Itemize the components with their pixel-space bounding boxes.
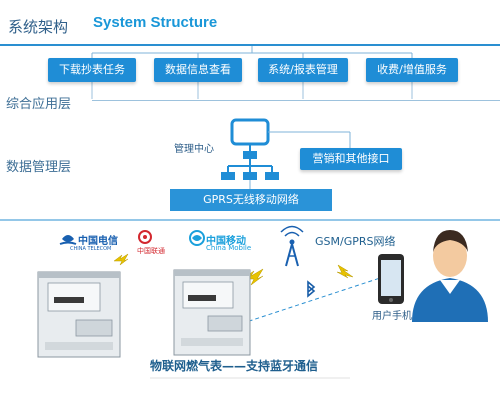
data-view-button[interactable]: 数据信息查看 xyxy=(154,58,242,82)
gas-meter-icon xyxy=(173,269,251,356)
management-center-label: 管理中心 xyxy=(174,144,214,155)
china-telecom-logo xyxy=(59,235,77,245)
china-unicom-logo xyxy=(138,230,152,244)
mobile-name: 中国移动 xyxy=(206,236,246,247)
report-management-button[interactable]: 系统/报表管理 xyxy=(258,58,348,82)
telecom-name-en: CHINA TELECOM xyxy=(70,246,112,252)
antenna-tower-icon xyxy=(280,225,304,267)
gprs-network-bar: GPRS无线移动网络 xyxy=(170,189,332,211)
meter-caption: 物联网燃气表——支持蓝牙通信 xyxy=(150,359,319,373)
gsm-network-label: GSM/GPRS网络 xyxy=(315,235,396,248)
lightning-icon xyxy=(113,253,129,266)
download-task-button[interactable]: 下载抄表任务 xyxy=(48,58,136,82)
unicom-name: 中国联通 xyxy=(137,247,165,255)
billing-service-button[interactable]: 收费/增值服务 xyxy=(366,58,458,82)
user-avatar-icon xyxy=(412,230,488,322)
lightning-icon xyxy=(336,264,354,279)
china-mobile-logo xyxy=(189,230,205,246)
mobile-name-en: China Mobile xyxy=(206,244,252,252)
network-hierarchy-icon xyxy=(221,118,279,180)
page-title-en: System Structure xyxy=(93,14,218,31)
tier-divider xyxy=(92,100,500,101)
bluetooth-icon xyxy=(307,280,316,298)
phone-icon xyxy=(378,254,404,304)
lightning-icon xyxy=(241,268,264,286)
interface-button[interactable]: 营销和其他接口 xyxy=(300,148,402,170)
tier-label-app: 综合应用层 xyxy=(6,97,72,112)
page-title: 系统架构 xyxy=(8,18,69,36)
tier-label-data: 数据管理层 xyxy=(6,160,72,175)
user-phone-label: 用户手机 xyxy=(372,311,412,322)
telecom-name: 中国电信 xyxy=(78,236,118,247)
gas-meter-icon xyxy=(37,271,121,358)
header-divider xyxy=(0,44,500,46)
